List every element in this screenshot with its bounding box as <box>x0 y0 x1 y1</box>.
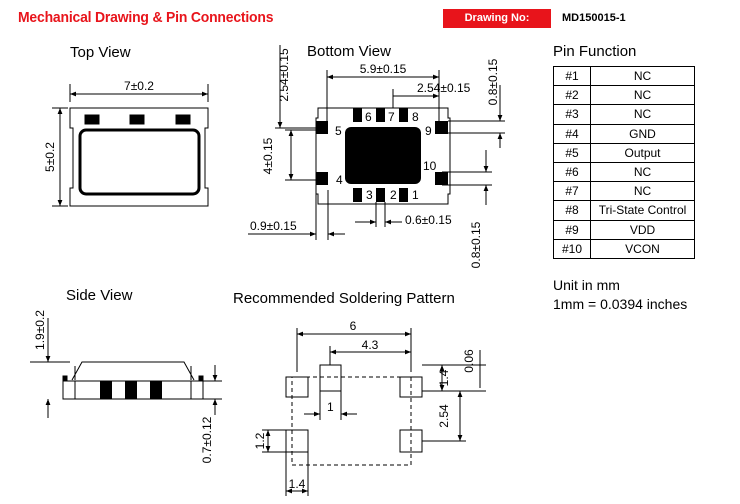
pin-label-1: 1 <box>412 188 419 202</box>
bottom-view-pad-h-bottom-label: 0.8±0.15 <box>469 221 483 268</box>
pin-number: #1 <box>553 65 591 87</box>
soldering-outline <box>291 376 412 466</box>
bottom-view-pad-w-left-label: 0.9±0.15 <box>250 219 297 233</box>
pin-label-7: 7 <box>388 110 395 124</box>
pin-label-3: 3 <box>366 188 373 202</box>
soldering-inner-label: 4.3 <box>362 338 379 352</box>
bottom-view-package-outline <box>315 107 451 205</box>
top-view-title: Top View <box>70 44 131 61</box>
top-view-height-label: 5±0.2 <box>43 142 57 172</box>
soldering-total-label: 6 <box>350 319 357 333</box>
side-view-height-label: 1.9±0.2 <box>33 310 47 350</box>
pin-function: VDD <box>590 219 695 240</box>
bottom-view-title: Bottom View <box>307 43 391 60</box>
bottom-view-pitch-x-label: 5.9±0.15 <box>360 62 407 76</box>
soldering-title: Recommended Soldering Pattern <box>233 290 455 307</box>
drawing-number-label: Drawing No: <box>443 9 551 28</box>
pin-number: #6 <box>553 161 591 183</box>
bottom-view-pad-w-bottom-label: 0.6±0.15 <box>405 213 452 227</box>
pin-function: NC <box>590 161 695 183</box>
pin-label-2: 2 <box>390 188 397 202</box>
pin-number: #9 <box>553 219 591 240</box>
side-view-title: Side View <box>66 287 133 304</box>
pin-label-8: 8 <box>412 110 419 124</box>
soldering-14b-label: 1.4 <box>289 477 306 491</box>
unit-note: Unit in mm <box>553 277 620 293</box>
soldering-pattern: Recommended Soldering Pattern 6 4.3 1 1.… <box>233 290 486 496</box>
drawing-title: Mechanical Drawing & Pin Connections <box>18 9 274 26</box>
soldering-12-label: 1.2 <box>253 432 267 449</box>
bottom-view-pitch-top-label: 2.54±0.15 <box>417 81 471 95</box>
pin-label-9: 9 <box>425 124 432 138</box>
pin-label-10: 10 <box>423 159 437 173</box>
pin-label-5: 5 <box>335 124 342 138</box>
bottom-view-vertical-top-label: 2.54±0.15 <box>277 48 291 102</box>
pin-function: NC <box>590 181 695 202</box>
bottom-view: Bottom View 5.9±0.15 2.54±0.15 2.54±0.15… <box>248 43 505 268</box>
soldering-pitch-label: 2.54 <box>437 404 451 428</box>
pin-number: #4 <box>553 123 591 144</box>
unit-conversion-note: 1mm = 0.0394 inches <box>553 296 688 312</box>
pin-label-4: 4 <box>336 173 343 187</box>
top-view-package-outline <box>69 107 209 207</box>
pin-function: VCON <box>590 238 695 259</box>
pin-function: Output <box>590 142 695 163</box>
top-view: Top View 7±0.2 5±0.2 <box>43 44 209 207</box>
pin-number: #5 <box>553 142 591 163</box>
pin-function: NC <box>590 85 695 106</box>
pin-function: NC <box>590 65 695 87</box>
soldering-gap-label: 0.06 <box>462 349 476 373</box>
side-view-standoff-label: 0.7±0.12 <box>200 416 214 463</box>
bottom-view-pad-h-label: 0.8±0.15 <box>486 58 500 105</box>
pin-number: #7 <box>553 181 591 202</box>
pin-function: Tri-State Control <box>590 200 695 221</box>
soldering-1-label: 1 <box>327 400 334 414</box>
drawing-number: MD150015-1 <box>562 12 626 24</box>
pin-function: NC <box>590 104 695 125</box>
side-view-lid <box>71 361 195 381</box>
soldering-pad-label: 1.4 <box>437 369 451 386</box>
pin-number: #8 <box>553 200 591 221</box>
side-view: Side View 1.9±0.2 0.7±0.12 <box>30 287 222 463</box>
pin-number: #2 <box>553 85 591 106</box>
bottom-view-pitch-y-label: 4±0.15 <box>261 137 275 174</box>
pin-number: #10 <box>553 238 591 259</box>
top-view-width-label: 7±0.2 <box>124 79 154 93</box>
pin-label-6: 6 <box>365 110 372 124</box>
pin-number: #3 <box>553 104 591 125</box>
pin-function-title: Pin Function <box>553 43 637 60</box>
pin-function: GND <box>590 123 695 144</box>
